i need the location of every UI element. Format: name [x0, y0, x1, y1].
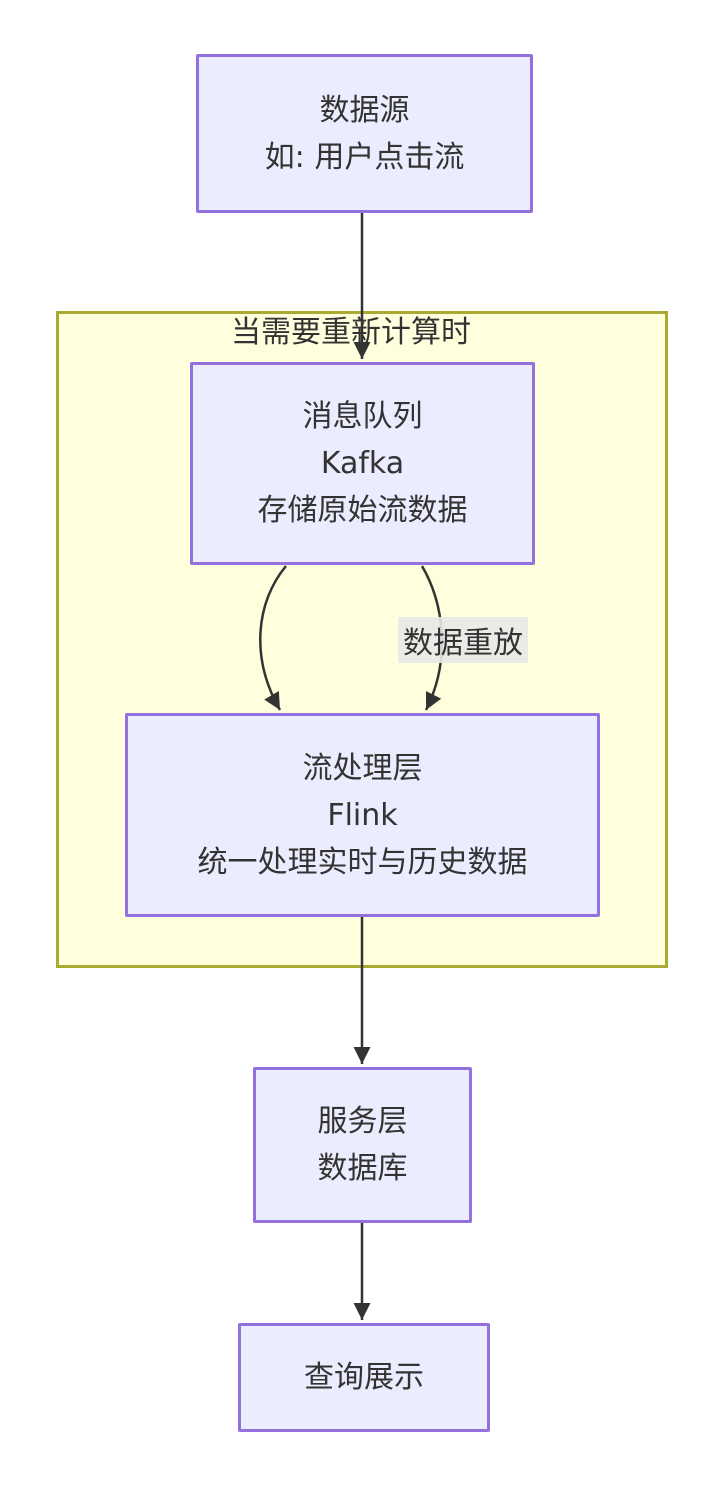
- node-serving-line-1: 服务层: [317, 1104, 408, 1139]
- subgraph-title: 当需要重新计算时: [231, 315, 471, 350]
- node-kafka: 消息队列 Kafka 存储原始流数据: [190, 362, 535, 565]
- node-flink-line-1: 流处理层: [302, 750, 423, 786]
- node-source-line-1: 数据源: [319, 92, 410, 128]
- node-flink-line-2: Flink: [327, 797, 398, 833]
- node-serving-line-2: 数据库: [317, 1151, 408, 1186]
- node-query-line-1: 查询展示: [304, 1360, 424, 1395]
- node-flink: 流处理层 Flink 统一处理实时与历史数据: [125, 713, 600, 917]
- node-source: 数据源 如: 用户点击流: [196, 54, 533, 213]
- node-kafka-line-1: 消息队列: [302, 399, 423, 434]
- node-flink-line-3: 统一处理实时与历史数据: [197, 844, 528, 880]
- node-kafka-line-3: 存储原始流数据: [257, 493, 468, 528]
- node-source-line-2: 如: 用户点击流: [264, 139, 465, 175]
- node-serving: 服务层 数据库: [253, 1067, 472, 1223]
- edge-label-replay: 数据重放: [398, 617, 528, 663]
- node-query: 查询展示: [238, 1323, 490, 1432]
- node-kafka-line-2: Kafka: [320, 446, 405, 481]
